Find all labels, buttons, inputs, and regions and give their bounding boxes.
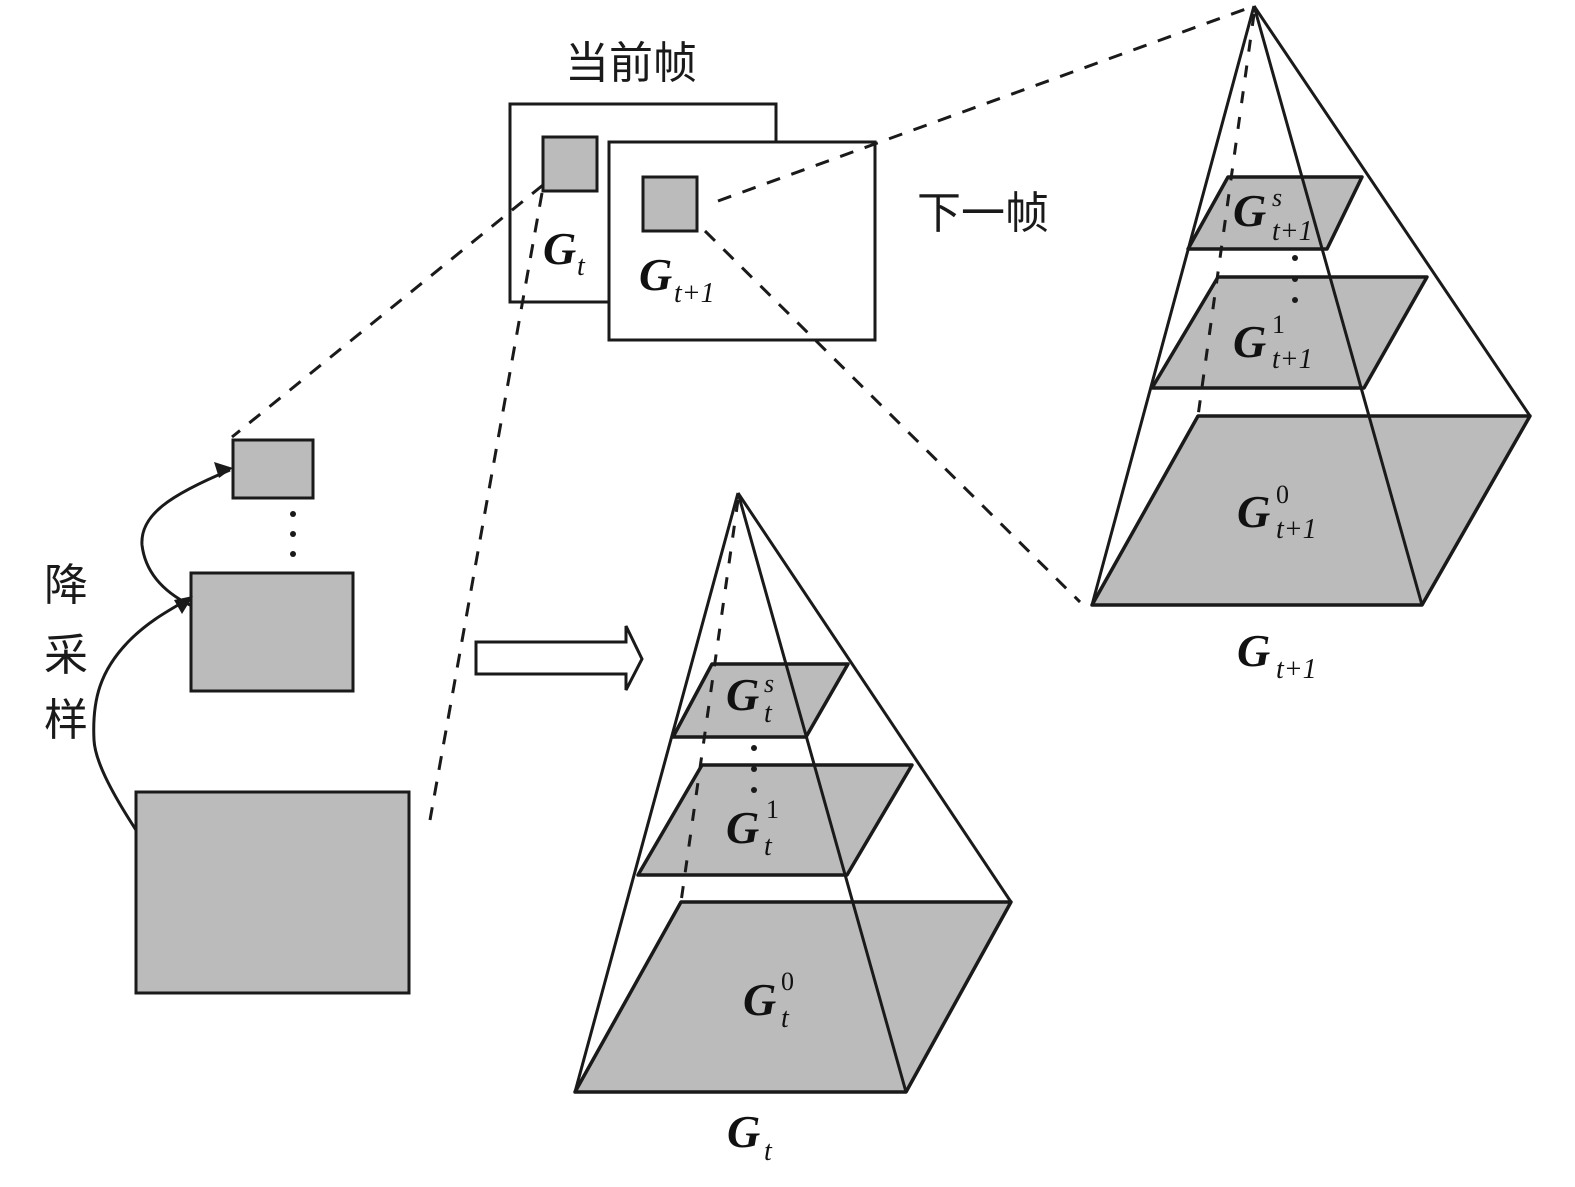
ellipsis-dot: [751, 787, 757, 793]
next-frame-label: 下一帧: [917, 188, 1049, 239]
level-s-sup: s: [764, 669, 774, 698]
next-frame-sub: t+1: [674, 278, 715, 309]
pyramid-t1-caption-symbol: G: [1237, 625, 1270, 676]
level-1-sup: 1: [766, 795, 779, 824]
pyramid-t-edge: [573, 492, 740, 1093]
ellipsis-dot: [290, 551, 296, 557]
pyramid-t-edge: [736, 492, 908, 1093]
next-frame-box: [607, 140, 877, 342]
pyramid-t1-edge: [1252, 5, 1532, 417]
arrowhead-icon: [214, 462, 233, 478]
pyramid-t-edge: [736, 492, 1013, 903]
pyramid-g-t1: G s t+1 G 1 t+1 G 0 t+1 G t+1: [1090, 5, 1532, 685]
dash-line-to-small-box: [231, 183, 544, 439]
downsample-level-medium: [189, 571, 355, 693]
pyramid-t-level-s: [671, 662, 850, 739]
current-frame-patch: [541, 135, 599, 193]
ellipsis-dot: [751, 766, 757, 772]
pyramid-t1-edge: [1090, 5, 1256, 606]
downsample-label-char: 样: [44, 695, 88, 746]
level-1-sup: 1: [1272, 310, 1285, 339]
level-1-symbol: G: [1233, 316, 1266, 367]
level-s-sub: t+1: [1272, 216, 1313, 247]
downsample-level-large: [134, 790, 411, 995]
current-frame-label: 当前帧: [565, 38, 697, 89]
level-s-sup: s: [1272, 183, 1282, 212]
level-1-sub: t: [764, 831, 773, 862]
level-0-sup: 0: [781, 967, 794, 996]
next-frame-symbol: G: [639, 249, 672, 300]
ellipsis-dot: [1292, 297, 1298, 303]
level-0-symbol: G: [743, 974, 776, 1025]
current-frame-sub: t: [577, 251, 586, 282]
pyramid-g-t: G s t G 1 t G 0 t G t: [573, 492, 1013, 1167]
downsample-arrow-1: [92, 596, 191, 831]
pyramid-t1-level-0: [1090, 414, 1532, 607]
level-0-sub: t: [781, 1003, 790, 1034]
dash-line-to-large-box: [428, 192, 544, 821]
level-0-symbol: G: [1237, 486, 1270, 537]
pyramid-t-hidden-edge: [679, 499, 740, 903]
pyramid-t1-level-1: [1150, 275, 1429, 390]
downsample-label-char: 降: [44, 560, 88, 611]
pyramid-t-caption-sub: t: [764, 1136, 773, 1167]
ellipsis-dot: [1292, 276, 1298, 282]
transform-arrow-icon: [474, 625, 644, 691]
downsample-level-small: [231, 438, 315, 500]
dash-line-to-pyramid-apex: [717, 4, 1255, 203]
level-0-sup: 0: [1276, 480, 1289, 509]
arrowhead-icon: [174, 596, 193, 614]
level-s-sub: t: [764, 698, 773, 729]
downsample-stack: 降 采 样: [44, 438, 411, 995]
next-frame-patch: [641, 175, 699, 233]
ellipsis-dot: [290, 511, 296, 517]
dash-line-to-pyramid-base: [703, 229, 1082, 604]
pyramid-t1-edge: [1252, 5, 1424, 606]
ellipsis-dot: [751, 745, 757, 751]
ellipsis-dot: [1292, 255, 1298, 261]
pyramid-t-level-1: [636, 763, 914, 877]
pyramid-t-caption-symbol: G: [727, 1106, 760, 1157]
pyramid-t1-caption-sub: t+1: [1276, 654, 1317, 685]
level-1-sub: t+1: [1272, 344, 1313, 375]
pyramid-t1-hidden-edge: [1196, 13, 1256, 417]
next-frame: G t+1: [607, 140, 877, 342]
level-1-symbol: G: [726, 802, 759, 853]
downsample-label-char: 采: [44, 630, 88, 681]
level-s-symbol: G: [726, 669, 759, 720]
pyramid-t-level-0: [573, 900, 1013, 1094]
level-0-sub: t+1: [1276, 514, 1317, 545]
level-s-symbol: G: [1233, 185, 1266, 236]
downsample-arrow-2: [140, 468, 231, 607]
ellipsis-dot: [290, 531, 296, 537]
current-frame-symbol: G: [543, 223, 576, 274]
